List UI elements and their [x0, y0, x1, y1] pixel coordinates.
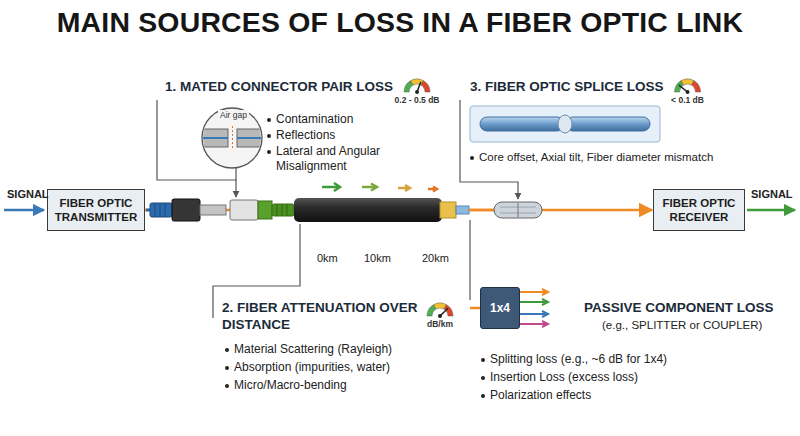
splice-sleeve	[494, 202, 542, 218]
box-label: 1x4	[490, 301, 510, 315]
box-label: FIBER OPTIC RECEIVER	[659, 196, 739, 225]
bullet-text: Material Scattering (Rayleigh)	[234, 342, 392, 356]
bullet-text: Micro/Macro-bending	[234, 378, 347, 392]
bullet-dot	[267, 118, 271, 122]
splitter-box: 1x4	[480, 287, 520, 329]
distance-tick: 0km	[317, 252, 338, 266]
bullet-item: Insertion Loss (excess loss)	[490, 370, 750, 385]
inset-label: Air gap	[218, 110, 249, 121]
loss-gauge	[675, 79, 701, 94]
bullet-dot	[481, 358, 485, 362]
bullet-text: Splitting loss (e.g., ~6 dB for 1x4)	[490, 352, 667, 366]
bullet-item: Contamination	[276, 112, 426, 127]
bullet-text: Absorption (impurities, water)	[234, 360, 390, 374]
bullet-text: Polarization effects	[490, 388, 591, 402]
bullet-item: Splitting loss (e.g., ~6 dB for 1x4)	[490, 352, 750, 367]
bullet-item: Polarization effects	[490, 388, 750, 403]
section-heading: 3. FIBER OPTIC SPLICE LOSS	[470, 79, 664, 96]
distance-tick: 10km	[364, 252, 391, 266]
distance-tick: 20km	[422, 252, 449, 266]
loss-value: dB/km	[427, 319, 453, 330]
box-label: FIBER OPTIC TRANSMITTER	[53, 196, 139, 225]
bullet-dot	[225, 348, 229, 352]
section-heading: 2. FIBER ATTENUATION OVER DISTANCE	[222, 300, 422, 334]
section-heading: 1. MATED CONNECTOR PAIR LOSS	[165, 79, 393, 96]
section-subheading: (e.g., SPLITTER or COUPLER)	[602, 318, 762, 332]
signal-out-arrow	[747, 209, 795, 212]
signal-in-arrow	[4, 209, 44, 212]
bullet-dot	[225, 384, 229, 388]
bullet-text: Core offset, Axial tilt, Fiber diameter …	[479, 151, 713, 163]
diagram-title: MAIN SOURCES OF LOSS IN A FIBER OPTIC LI…	[0, 6, 800, 39]
bullet-dot	[481, 394, 485, 398]
bullet-text: Lateral and Angular Misalignment	[276, 144, 380, 173]
loss-gauge	[427, 303, 453, 318]
bullet-item: Absorption (impurities, water)	[234, 360, 454, 375]
air-gap-inset	[196, 108, 269, 168]
bullet-dot	[470, 156, 474, 160]
bullet-text: Insertion Loss (excess loss)	[490, 370, 638, 384]
loss-value: < 0.1 dB	[671, 95, 704, 106]
transmitter-box: FIBER OPTIC TRANSMITTER	[47, 189, 145, 232]
loss-value: 0.2 - 0.5 dB	[395, 95, 440, 106]
bullet-item: Material Scattering (Rayleigh)	[234, 342, 454, 357]
bullet-item: Reflections	[276, 128, 426, 143]
fiber-cable	[294, 183, 494, 222]
receiver-box: FIBER OPTIC RECEIVER	[653, 189, 745, 232]
bullet-text: Contamination	[276, 112, 353, 126]
leader-line	[469, 220, 470, 300]
bullet-item: Core offset, Axial tilt, Fiber diameter …	[479, 150, 779, 164]
bullet-item: Micro/Macro-bending	[234, 378, 454, 393]
bullet-dot	[225, 366, 229, 370]
bullet-item: Lateral and Angular Misalignment	[276, 144, 404, 174]
section-heading: PASSIVE COMPONENT LOSS	[584, 300, 774, 317]
connector-pair	[146, 199, 294, 221]
bullet-dot	[481, 376, 485, 380]
bullet-text: Reflections	[276, 128, 335, 142]
loss-gauge	[404, 79, 430, 94]
bullet-dot	[267, 150, 271, 154]
bullet-dot	[267, 134, 271, 138]
signal-label: SIGNAL	[751, 188, 793, 202]
splice-inset	[470, 106, 660, 142]
leader-line	[235, 168, 236, 180]
signal-label: SIGNAL	[7, 188, 49, 202]
